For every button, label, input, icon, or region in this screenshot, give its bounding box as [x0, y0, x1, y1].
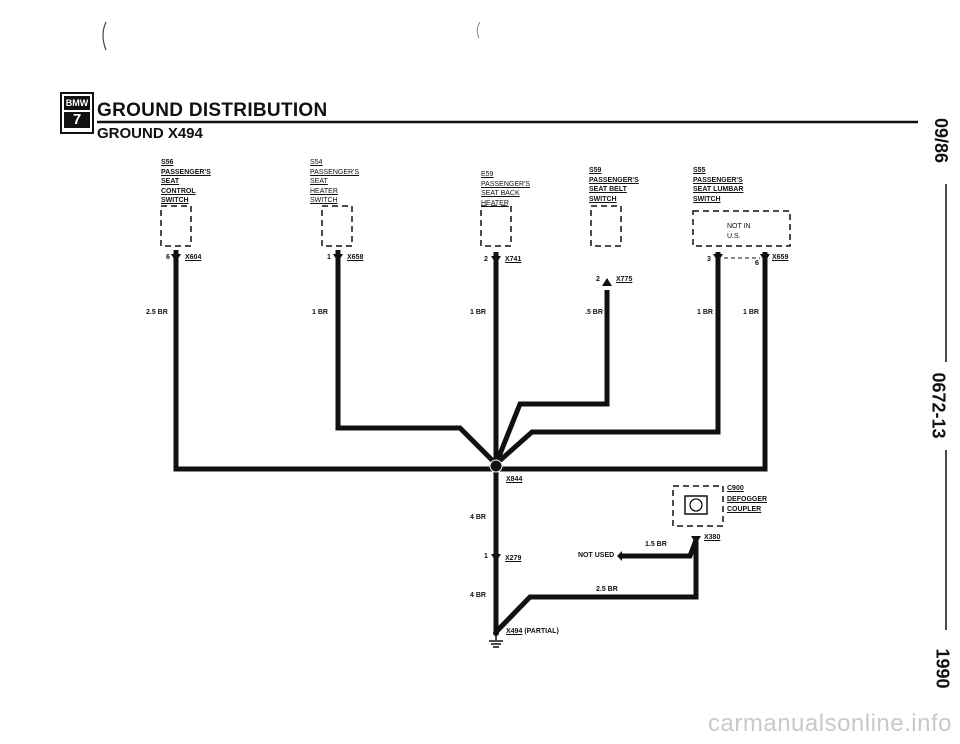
scan-mark-center [476, 21, 481, 39]
side-year: 1990 [932, 648, 953, 689]
defogger-icon [684, 495, 708, 515]
logo-brand: BMW [64, 96, 90, 110]
wire-s55-pin3 [494, 252, 721, 466]
scan-mark-left [102, 21, 107, 51]
wire-label-s59: .5 BR [585, 309, 603, 316]
label-c900: DEFOGGER COUPLER [727, 496, 768, 513]
page-subtitle: GROUND X494 [97, 125, 203, 142]
watermark: carmanualsonline.info [708, 710, 952, 737]
defogger-icon-circle [689, 498, 703, 512]
wire-label-s55-b: 1 BR [743, 309, 759, 316]
wire-label-s56: 2.5 BR [146, 309, 168, 316]
pin-x604-icon [171, 254, 181, 262]
pin-label-s59: 2 [596, 276, 600, 283]
label-s55: S55 PASSENGER'S SEAT LUMBAR SWITCH [693, 167, 744, 203]
box-c900 [672, 485, 724, 527]
ground-label: X494 (PARTIAL) [506, 628, 559, 635]
connector-x279: X279 [505, 555, 522, 562]
pin-x775-icon [602, 278, 612, 286]
not-used-end-icon [617, 551, 622, 561]
wire-label-s54: 1 BR [312, 309, 328, 316]
pin-x658-icon [333, 254, 343, 262]
wire-x380-ground [494, 540, 699, 634]
page-title: GROUND DISTRIBUTION [97, 100, 328, 121]
pin-label-s55-3: 3 [707, 256, 711, 263]
wire-s59 [493, 290, 610, 465]
not-used-label: NOT USED [578, 552, 615, 559]
pin-x741-icon [491, 256, 501, 264]
connector-x659: X659 [772, 254, 789, 261]
bmw-7-logo: BMW 7 [60, 92, 94, 134]
label-s59: S59 PASSENGER'S SEAT BELT SWITCH [589, 167, 639, 203]
wire-s54 [335, 250, 498, 466]
wire-label-x380-b: 2.5 BR [596, 586, 618, 593]
connector-x380: X380 [704, 534, 721, 541]
pin-x380-icon [691, 536, 701, 544]
connector-x658: X658 [347, 254, 364, 261]
ground-suffix: (PARTIAL) [524, 628, 559, 635]
pin-x659-6-icon [760, 254, 770, 262]
note-s55: NOT IN U.S. [727, 223, 751, 240]
ref-c900: C900 [727, 485, 744, 492]
pin-x279-icon [491, 554, 501, 562]
label-s56: S56 PASSENGER'S SEAT CONTROL SWITCH [161, 159, 211, 204]
connector-x844: X844 [506, 476, 523, 483]
wire-label-x380-a: 1.5 BR [645, 541, 667, 548]
pin-label-s54: 1 [327, 254, 331, 261]
side-date: 09/86 [931, 117, 952, 164]
pin-label-s56: 6 [166, 254, 170, 261]
label-s54: S54 PASSENGER'S SEAT HEATER SWITCH [310, 159, 360, 204]
label-e59: E59 PASSENGER'S SEAT BACK HEATER [481, 171, 531, 207]
wire-s56 [173, 250, 496, 472]
connector-x775: X775 [616, 276, 633, 283]
wire-label-x279: 4 BR [470, 592, 486, 599]
pin-x659-3-icon [713, 254, 723, 262]
connector-x494: X494 [506, 628, 523, 635]
side-code: 0672-13 [928, 372, 949, 439]
connector-x604: X604 [185, 254, 202, 261]
pin-label-s55-6: 6 [755, 260, 759, 267]
pin-label-x279: 1 [484, 553, 488, 560]
connector-x741: X741 [505, 256, 522, 263]
box-e59 [480, 205, 512, 247]
box-s54 [321, 205, 353, 247]
logo-number: 7 [64, 112, 90, 128]
wire-not-used [620, 539, 699, 559]
wire-s55-pin6 [496, 252, 768, 472]
box-s59 [590, 205, 622, 247]
wire-label-e59: 1 BR [470, 309, 486, 316]
pin-label-e59: 2 [484, 256, 488, 263]
splice-x844-icon [489, 459, 503, 473]
box-s55 [692, 210, 791, 247]
wire-label-s55-a: 1 BR [697, 309, 713, 316]
wire-label-x844: 4 BR [470, 514, 486, 521]
box-s56 [160, 205, 192, 247]
